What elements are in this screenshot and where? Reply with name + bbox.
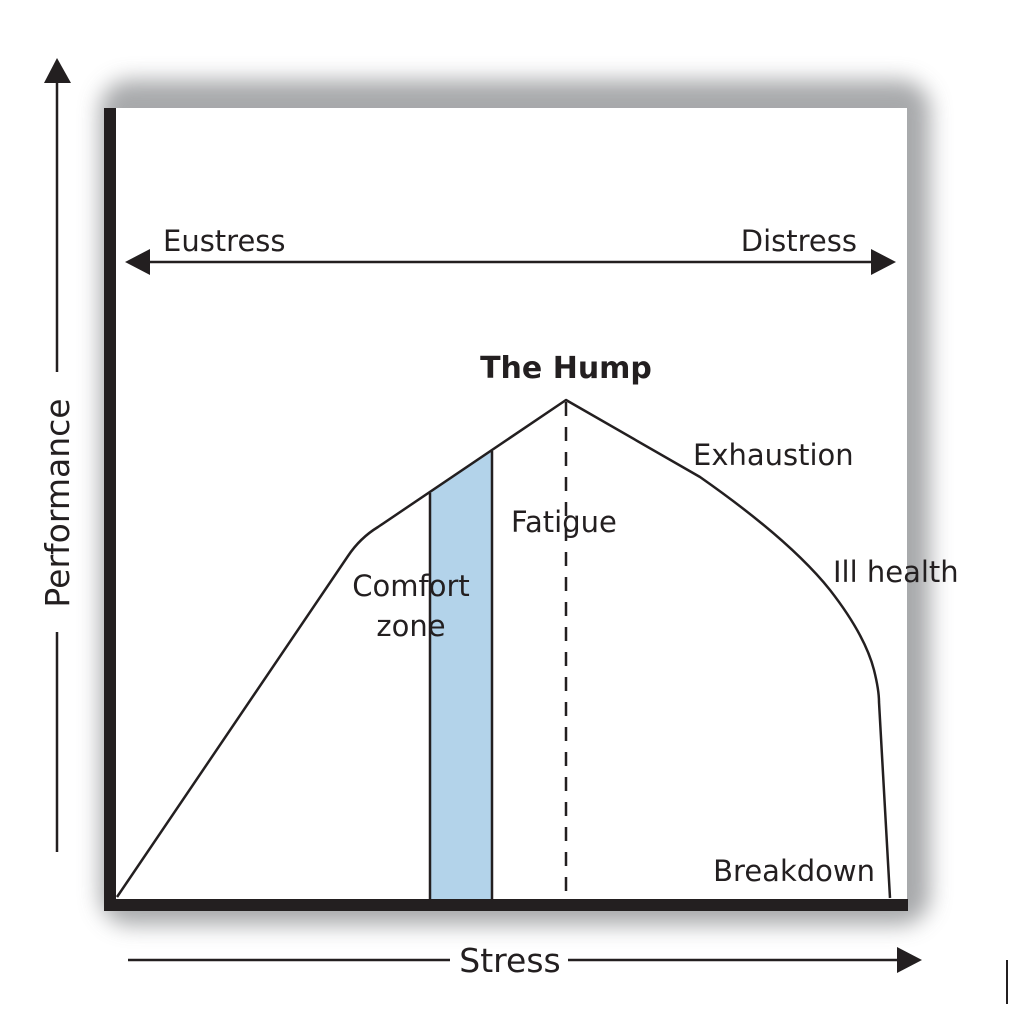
eustress-label: Eustress <box>163 224 286 258</box>
comfort-zone-label-line1: Comfort <box>352 569 470 603</box>
comfort-zone-band <box>430 451 492 899</box>
ill-health-label: Ill health <box>833 555 959 589</box>
arrowhead-right-x-icon <box>897 947 922 973</box>
comfort-zone-label-line2: zone <box>376 609 445 643</box>
frame-bottom-axis <box>104 899 908 911</box>
arrowhead-right-icon <box>871 249 896 275</box>
performance-curve <box>115 398 892 899</box>
fatigue-label: Fatigue <box>511 505 617 539</box>
text-cursor <box>1006 960 1008 1004</box>
hump-title: The Hump <box>480 351 652 386</box>
performance-axis-label: Performance <box>38 398 77 607</box>
arrowhead-up-icon <box>44 58 71 83</box>
distress-label: Distress <box>741 224 857 258</box>
frame-left-axis <box>104 108 116 911</box>
breakdown-label: Breakdown <box>713 854 875 888</box>
stress-axis-label: Stress <box>459 941 560 980</box>
arrowhead-left-icon <box>125 249 150 275</box>
exhaustion-label: Exhaustion <box>693 438 854 472</box>
plot-frame <box>105 108 907 910</box>
